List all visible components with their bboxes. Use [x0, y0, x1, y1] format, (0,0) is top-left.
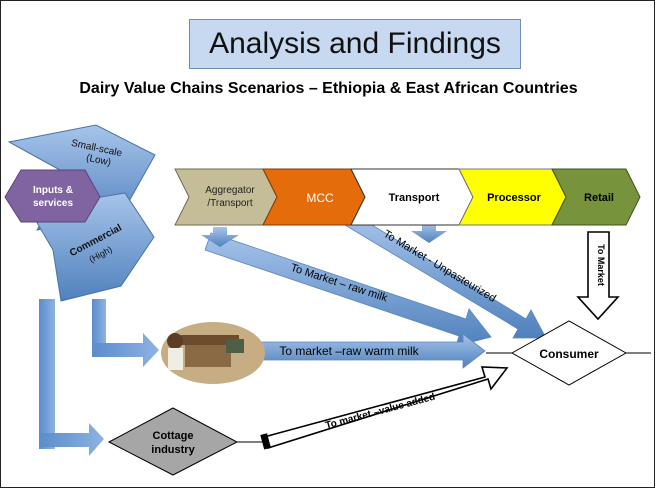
- chain-chevron-transport: Transport: [350, 168, 474, 226]
- branch-arrow-cottage: [39, 299, 104, 456]
- producer-label-small-scale-2: (Low): [85, 153, 112, 169]
- cottage-industry-node: Cottage industry: [107, 407, 263, 476]
- small-down-arrow-transport: [411, 223, 447, 243]
- flow-label-value-added: To market –value added: [324, 392, 436, 432]
- flow-label-to-market: To Market: [596, 244, 606, 286]
- flow-arrow-raw-milk: To Market – raw milk: [204, 232, 492, 347]
- flow-arrow-raw-warm-milk: To market –raw warm milk: [214, 333, 486, 369]
- cottage-label-2: industry: [151, 444, 195, 456]
- chain-label-aggregator: Aggregator: [205, 185, 255, 196]
- flow-arrow-value-added: To market –value added: [260, 366, 509, 450]
- branch-arrow-photo: [92, 299, 159, 367]
- inputs-label: Inputs &: [33, 185, 73, 196]
- inputs-label-2: services: [33, 198, 73, 209]
- chain-chevron-aggregator: Aggregator /Transport: [174, 168, 278, 226]
- consumer-label: Consumer: [539, 347, 599, 361]
- chain-label-aggregator-2: /Transport: [207, 198, 252, 209]
- chain-label-retail: Retail: [584, 192, 614, 204]
- chain-chevron-mcc: MCC: [262, 168, 366, 226]
- small-down-arrow-aggregator: [201, 227, 239, 247]
- arrow-retail-to-market: To Market: [576, 231, 620, 321]
- chain-label-mcc: MCC: [306, 191, 334, 205]
- cottage-label: Cottage: [153, 430, 194, 442]
- consumer-node: Consumer: [486, 320, 651, 386]
- chain-label-processor: Processor: [487, 192, 542, 204]
- market-photo: [161, 322, 265, 384]
- flow-label-raw-warm-milk: To market –raw warm milk: [279, 344, 419, 358]
- flow-label-unpasteurized: To Market - Unpasteurized: [381, 228, 498, 305]
- chain-chevron-processor: Processor: [458, 168, 567, 226]
- page-subtitle: Dairy Value Chains Scenarios – Ethiopia …: [79, 80, 578, 97]
- chain-label-transport: Transport: [389, 192, 440, 204]
- inputs-services-hexagon: Inputs & services: [4, 169, 101, 223]
- page-title: Analysis and Findings: [189, 19, 521, 69]
- chain-chevron-retail: Retail: [551, 168, 641, 226]
